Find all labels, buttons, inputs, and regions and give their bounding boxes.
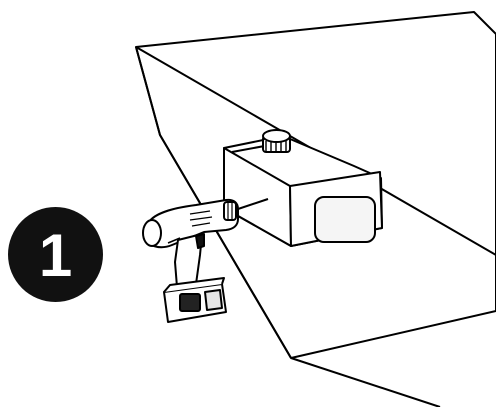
fuel-cap <box>262 129 291 153</box>
step-number-badge: 1 <box>8 207 103 302</box>
cordless-drill <box>142 198 239 288</box>
fuel-tank <box>223 135 383 247</box>
drill-battery <box>163 277 227 323</box>
step-number: 1 <box>38 221 73 289</box>
